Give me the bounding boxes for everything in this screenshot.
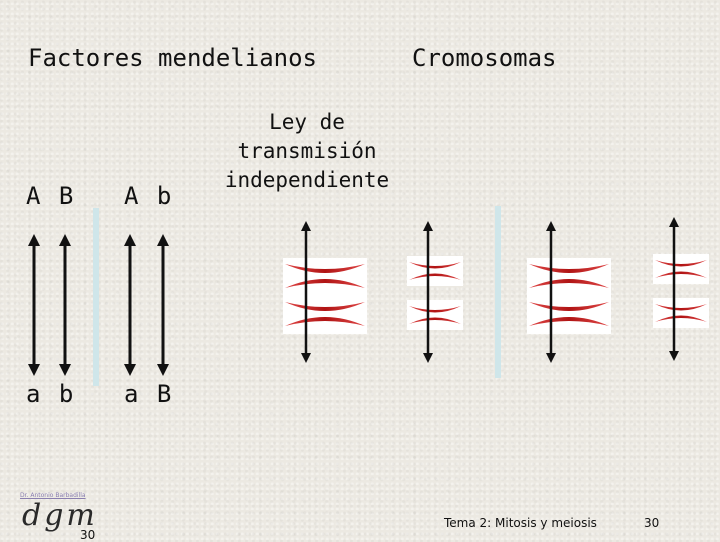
chromosome-group-3 [527, 221, 611, 363]
chromosome [655, 260, 707, 278]
law-caption: Ley de transmisión independiente [222, 108, 392, 195]
factor-arrows [28, 234, 169, 376]
law-line-3: independiente [224, 168, 390, 192]
allele-pair-bottom-right: a B [124, 380, 174, 408]
allele-pair-top-left: A B [26, 182, 76, 210]
logo-page-number: 30 [80, 528, 96, 542]
allele-pair-bottom-left: a b [26, 380, 76, 408]
divider-bar [495, 206, 501, 378]
chromosome [409, 262, 461, 280]
allele-pair-top-right: A b [124, 182, 174, 210]
chromosome [409, 306, 461, 324]
slide-title-left: Factores mendelianos [28, 44, 317, 72]
author-credit-link[interactable]: Dr. Antonio Barbadilla [20, 492, 86, 499]
footer-topic: Tema 2: Mitosis y meiosis [444, 516, 597, 530]
slide-title-right: Cromosomas [412, 44, 557, 72]
chromosome-group-1 [283, 221, 367, 363]
dgm-logo: dgm [22, 498, 98, 533]
law-line-1: Ley de [269, 110, 345, 134]
divider-bar [93, 208, 99, 386]
chromosome-group-4 [653, 217, 709, 361]
chromosome [655, 304, 707, 322]
chromosome-group-2 [407, 221, 463, 363]
page-number: 30 [644, 516, 660, 530]
law-line-2: transmisión [237, 139, 377, 163]
